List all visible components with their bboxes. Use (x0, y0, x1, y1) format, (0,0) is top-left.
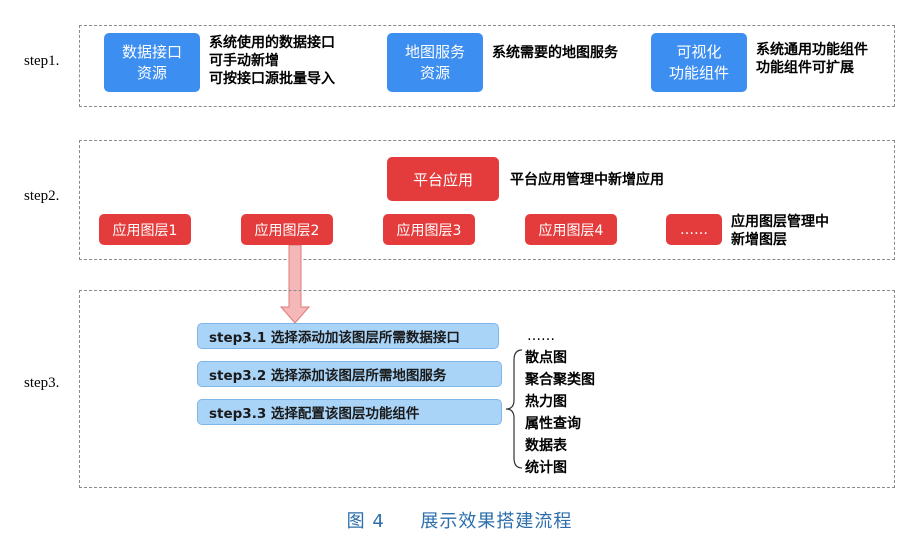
component-attribute-query: 属性查询 (525, 416, 581, 432)
data-interface-desc-line3: 可按接口源批量导入 (209, 71, 335, 87)
step1-label: step1. (24, 53, 60, 69)
data-interface-resource-box: 数据接口资源 (104, 33, 200, 92)
figure-title: 展示效果搭建流程 (420, 511, 573, 532)
map-service-resource-box: 地图服务资源 (387, 33, 483, 92)
component-heatmap: 热力图 (525, 394, 567, 410)
component-bracket (505, 349, 523, 469)
component-list: 散点图 聚合聚类图 热力图 属性查询 数据表 统计图 (525, 347, 595, 479)
step3-3-item: step3.3 选择配置该图层功能组件 (197, 399, 502, 425)
data-interface-desc-line1: 系统使用的数据接口 (209, 35, 335, 51)
layer-desc: 应用图层管理中 新增图层 (731, 213, 829, 249)
app-layer-1: 应用图层1 (99, 214, 191, 245)
data-interface-line2: 资源 (136, 63, 167, 82)
visual-component-desc-line1: 系统通用功能组件 (756, 42, 868, 58)
map-service-desc: 系统需要的地图服务 (492, 44, 618, 62)
step3-label: step3. (24, 375, 60, 391)
visual-component-desc: 系统通用功能组件 功能组件可扩展 (756, 41, 868, 77)
visual-component-box: 可视化功能组件 (651, 33, 747, 92)
visual-component-line1: 可视化 (676, 42, 722, 61)
visual-component-desc-line2: 功能组件可扩展 (756, 60, 854, 76)
component-cluster: 聚合聚类图 (525, 372, 595, 388)
layer-desc-line2: 新增图层 (731, 232, 787, 248)
layer-desc-line1: 应用图层管理中 (731, 214, 829, 230)
app-layer-4: 应用图层4 (525, 214, 617, 245)
data-interface-desc: 系统使用的数据接口 可手动新增 可按接口源批量导入 (209, 34, 335, 88)
component-scatter: 散点图 (525, 350, 567, 366)
platform-app-desc: 平台应用管理中新增应用 (510, 172, 664, 188)
map-service-line1: 地图服务 (404, 42, 465, 61)
app-layer-more: …… (666, 214, 722, 245)
step3-2-item: step3.2 选择添加该图层所需地图服务 (197, 361, 502, 387)
component-data-table: 数据表 (525, 438, 567, 454)
step2-label: step2. (24, 188, 60, 204)
step1-container (79, 25, 895, 107)
platform-app-box: 平台应用 (387, 157, 499, 201)
figure-caption: 图 4 展示效果搭建流程 (0, 507, 919, 533)
app-layer-2: 应用图层2 (241, 214, 333, 245)
visual-component-line2: 功能组件 (668, 63, 729, 82)
step2-container (79, 140, 895, 260)
step3-1-item: step3.1 选择添动加该图层所需数据接口 (197, 323, 499, 349)
step3-container (79, 290, 895, 488)
down-arrow (279, 245, 311, 324)
data-interface-desc-line2: 可手动新增 (209, 53, 279, 69)
component-statistics: 统计图 (525, 460, 567, 476)
map-service-desc-line1: 系统需要的地图服务 (492, 45, 618, 61)
data-interface-line1: 数据接口 (121, 42, 182, 61)
components-ellipsis: …… (527, 328, 555, 344)
map-service-line2: 资源 (419, 63, 450, 82)
figure-label: 图 4 (346, 511, 385, 532)
app-layer-3: 应用图层3 (383, 214, 475, 245)
